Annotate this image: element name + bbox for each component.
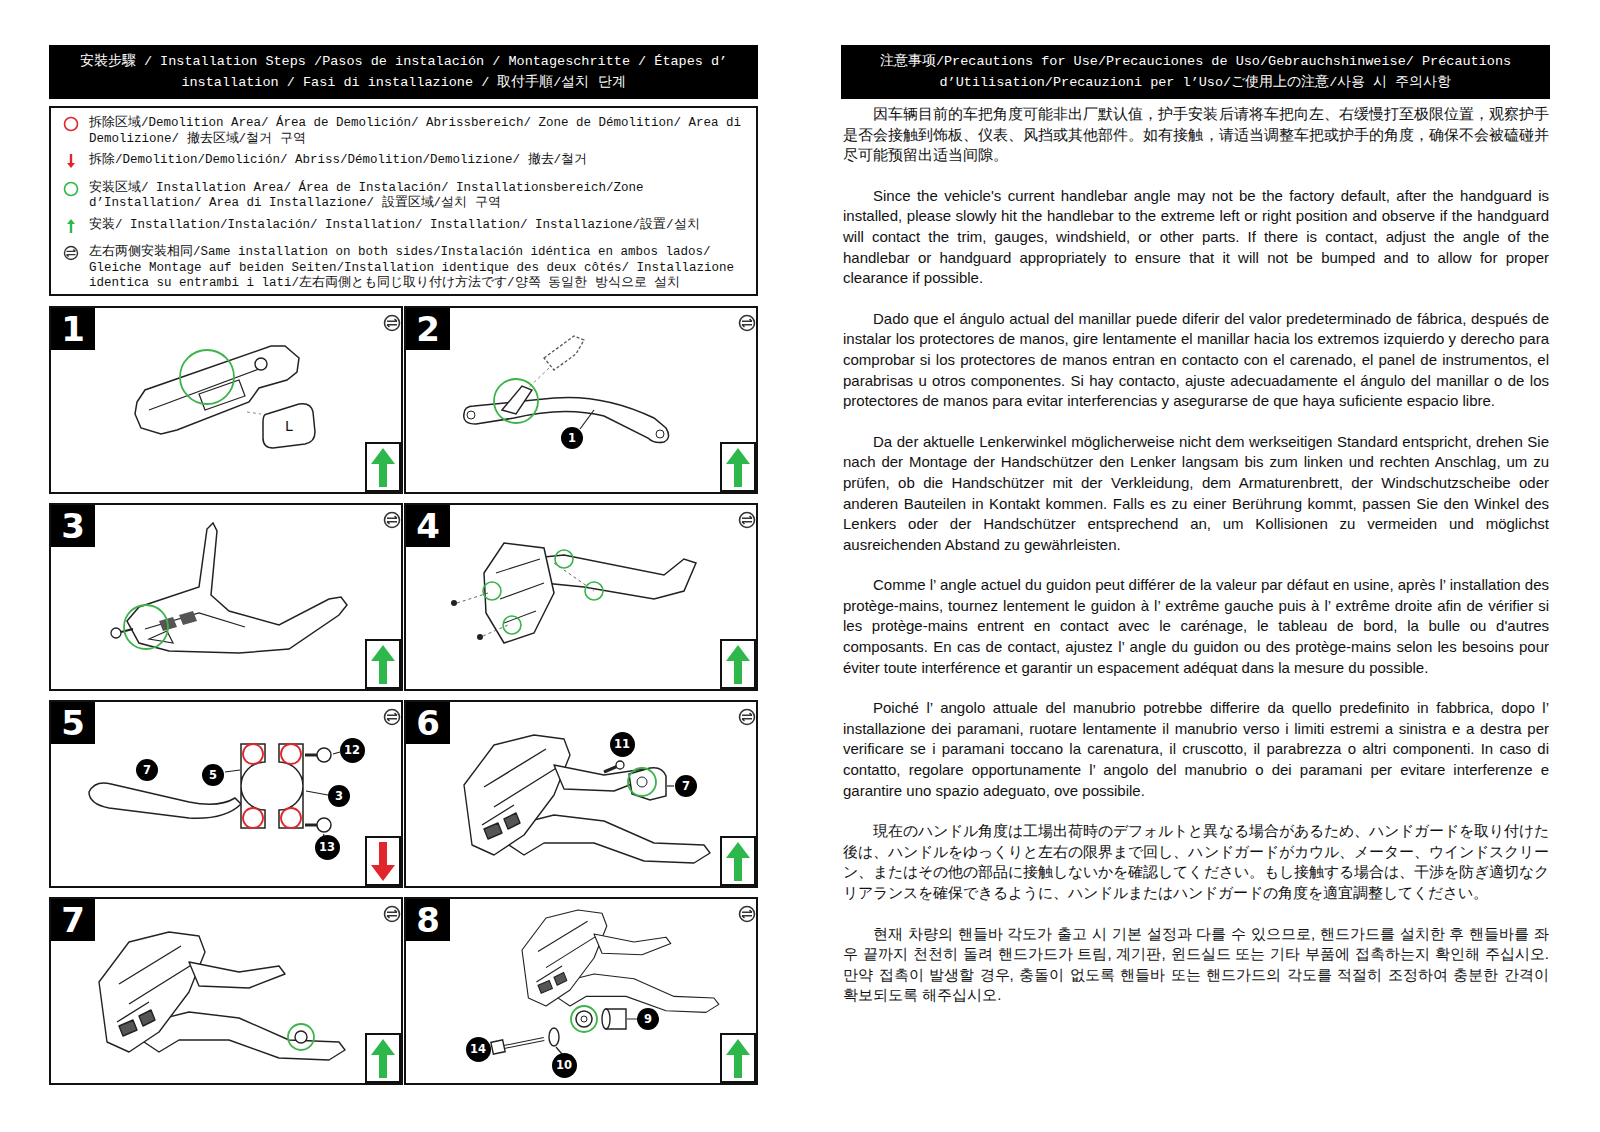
step-number: 2: [406, 308, 450, 350]
note-paragraph: 현재 차량의 핸들바 각도가 출고 시 기본 설정과 다를 수 있으므로, 핸드…: [843, 924, 1549, 1006]
step-number: 3: [51, 505, 95, 547]
step-panel: 21: [404, 306, 758, 494]
step-number: 6: [406, 702, 450, 744]
step-panel: 1: [49, 306, 403, 494]
callout-text: 10: [556, 1058, 572, 1072]
legend-icon: [63, 245, 81, 261]
step-panel: 6 11 7: [404, 700, 758, 888]
legend-entry: 拆除区域/Demolition Area/ Área de Demolición…: [63, 116, 744, 147]
callout-text: 1: [568, 431, 576, 445]
callout-text: 11: [614, 737, 630, 751]
notes-column: 因车辆目前的车把角度可能非出厂默认值，护手安装后请将车把向左、右缓慢打至极限位置…: [843, 104, 1549, 1026]
callout-number: 7: [136, 759, 158, 781]
legend-icon-holder: [63, 181, 89, 203]
note-paragraph: Poiché l’ angolo attuale del manubrio po…: [843, 698, 1549, 801]
legend-icon-holder: [63, 116, 89, 138]
legend-icon-holder: [63, 245, 89, 267]
note-paragraph: Dado que el ángulo actual del manillar p…: [843, 309, 1549, 412]
header-text: 安裝步驟 / Installation Steps /Pasos de inst…: [73, 51, 734, 93]
callout-number: 10: [552, 1053, 577, 1078]
step-number: 4: [406, 505, 450, 547]
legend-text: 拆除区域/Demolition Area/ Área de Demolición…: [89, 116, 744, 147]
legend-box: 拆除区域/Demolition Area/ Área de Demolición…: [49, 106, 758, 296]
legend-icon: [63, 181, 81, 197]
callout-text: 5: [209, 768, 217, 782]
callout-number: 7: [675, 775, 697, 797]
header-text: 注意事项/Precautions for Use/Precauciones de…: [865, 51, 1526, 93]
header-band: 注意事项/Precautions for Use/Precauciones de…: [841, 45, 1550, 99]
step-panel: 5 7 5 12 3 13: [49, 700, 403, 888]
part-label: L: [285, 418, 293, 434]
callout-number: 5: [202, 764, 224, 786]
legend-entry: 左右两侧安装相同/Same installation on both sides…: [63, 245, 744, 292]
note-paragraph: Da der aktuelle Lenkerwinkel möglicherwe…: [843, 432, 1549, 556]
callout-text: 13: [319, 840, 335, 854]
callout-text: 7: [143, 763, 151, 777]
legend-entry: 拆除/Demolition/Demolición/ Abriss/Démolit…: [63, 153, 744, 175]
legend-icon-holder: [63, 153, 89, 175]
step-number: 7: [51, 899, 95, 941]
legend-icon: [63, 116, 81, 132]
step-number: 8: [406, 899, 450, 941]
callout-number: 14: [466, 1037, 491, 1062]
step-panel: 8 9 14 10: [404, 897, 758, 1085]
callout-text: 3: [335, 789, 343, 803]
step-number: 5: [51, 702, 95, 744]
note-paragraph: 現在のハンドル角度は工場出荷時のデフォルトと異なる場合があるため、ハンドガードを…: [843, 821, 1549, 903]
step-panel: 3: [49, 503, 403, 691]
step-number: 1: [51, 308, 95, 350]
step-panel: 7: [49, 897, 403, 1085]
note-paragraph: 因车辆目前的车把角度可能非出厂默认值，护手安装后请将车把向左、右缓慢打至极限位置…: [843, 104, 1549, 166]
legend-text: 拆除/Demolition/Demolición/ Abriss/Démolit…: [89, 153, 587, 169]
callout-text: 12: [344, 743, 360, 757]
legend-entry: 安装/ Installation/Instalación/ Installati…: [63, 218, 744, 240]
step-panel: 4: [404, 503, 758, 691]
callout-text: 9: [644, 1012, 652, 1026]
callout-number: 9: [637, 1008, 659, 1030]
header-band: 安裝步驟 / Installation Steps /Pasos de inst…: [49, 45, 758, 99]
callout-text: 14: [470, 1042, 486, 1056]
callout-number: 3: [328, 785, 350, 807]
legend-text: 安装/ Installation/Instalación/ Installati…: [89, 218, 700, 234]
callout-text: 7: [682, 779, 690, 793]
note-paragraph: Comme l’ angle actuel du guidon peut dif…: [843, 575, 1549, 678]
callout-number: 12: [340, 738, 365, 763]
legend-icon-holder: [63, 218, 89, 240]
callout-number: 1: [561, 427, 583, 449]
legend-text: 安装区域/ Installation Area/ Área de Instala…: [89, 181, 744, 212]
legend-icon: [63, 153, 81, 169]
callout-number: 13: [315, 835, 340, 860]
legend-icon: [63, 218, 81, 234]
legend-entry: 安装区域/ Installation Area/ Área de Instala…: [63, 181, 744, 212]
callout-number: 11: [610, 732, 635, 757]
note-paragraph: Since the vehicle's current handlebar an…: [843, 186, 1549, 289]
legend-text: 左右两侧安装相同/Same installation on both sides…: [89, 245, 744, 292]
